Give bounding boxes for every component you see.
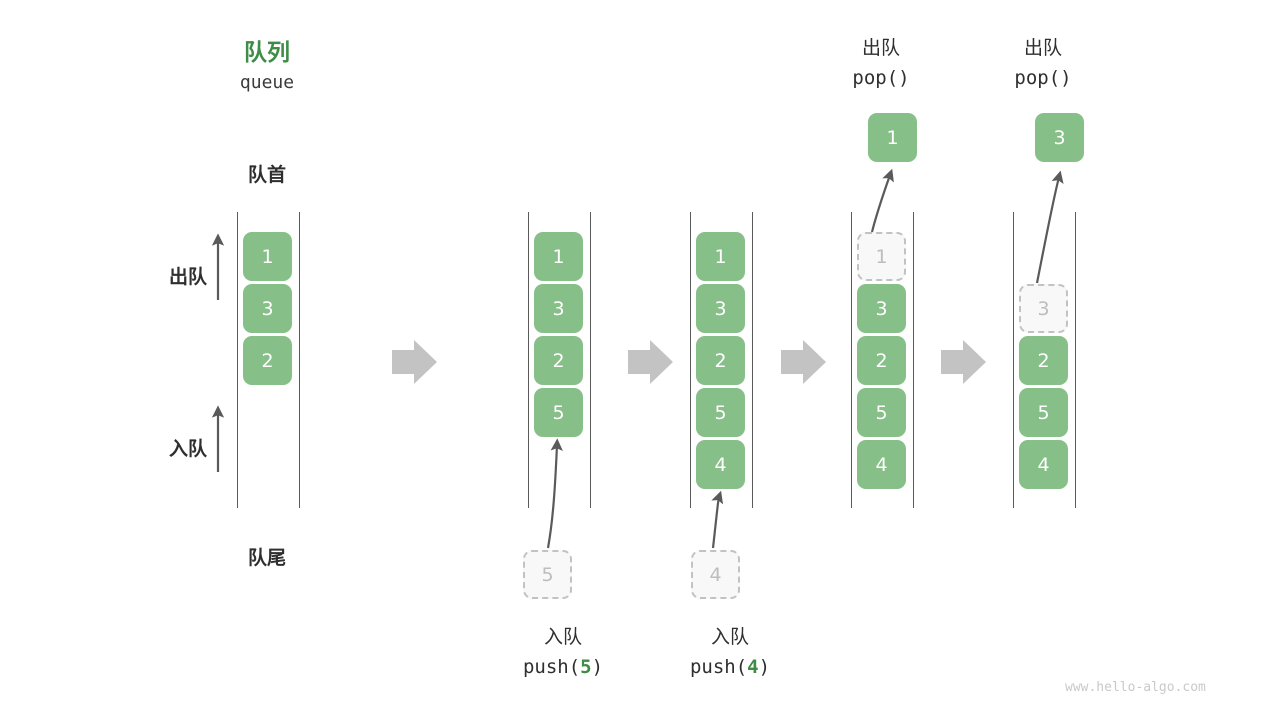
step-caption-code-pop3: pop() [1014,67,1072,89]
queue-element: 3 [857,284,906,333]
watermark: www.hello-algo.com [1065,680,1206,695]
push-arrow-5 [546,438,563,549]
step-caption-code-push4: push(4) [655,656,805,678]
queue-element: 2 [696,336,745,385]
incoming-element-ghost: 4 [691,550,740,599]
popped-element: 3 [1035,113,1084,162]
queue-element: 5 [696,388,745,437]
transition-arrow-2 [628,340,673,384]
code-suffix: ) [758,656,771,678]
diagram-title-en: queue [239,72,295,93]
transition-arrow-4 [941,340,986,384]
code-arg: 4 [747,656,759,678]
queue-rail-left-1 [237,212,238,508]
queue-element-removed: 3 [1019,284,1068,333]
queue-element: 3 [243,284,292,333]
queue-rail-right-5 [1075,212,1076,508]
queue-element: 3 [696,284,745,333]
queue-rail-right-3 [752,212,753,508]
queue-element: 4 [857,440,906,489]
code-suffix: ) [591,656,604,678]
push-arrow-4 [711,490,724,549]
transition-arrow-1 [392,340,437,384]
label-queue-front: 队首 [247,164,286,186]
queue-element: 3 [534,284,583,333]
queue-element: 1 [243,232,292,281]
queue-element-new: 5 [534,388,583,437]
step-caption-cn-pop1: 出队 [861,37,900,59]
queue-rail-left-3 [690,212,691,508]
queue-rail-right-1 [299,212,300,508]
queue-element: 1 [534,232,583,281]
queue-rail-right-4 [913,212,914,508]
pop-arrow-1 [870,168,894,233]
code-arg: 5 [580,656,592,678]
queue-rail-left-5 [1013,212,1014,508]
queue-element: 5 [1019,388,1068,437]
incoming-element-ghost: 5 [523,550,572,599]
diagram-title-cn: 队列 [244,40,290,66]
label-queue-rear: 队尾 [247,547,286,569]
code-prefix: push( [522,656,581,678]
queue-element-new: 4 [696,440,745,489]
queue-rail-left-2 [528,212,529,508]
queue-element: 2 [1019,336,1068,385]
step-caption-code-push5: push(5) [488,656,638,678]
transition-arrow-3 [781,340,826,384]
queue-element: 4 [1019,440,1068,489]
queue-rail-left-4 [851,212,852,508]
step-caption-code-pop1: pop() [852,67,910,89]
step-caption-cn-push5: 入队 [543,626,582,648]
pop-arrow-3 [1035,170,1064,284]
queue-element: 1 [696,232,745,281]
queue-element: 2 [534,336,583,385]
label-enqueue-direction: 入队 [168,438,207,460]
code-prefix: push( [689,656,748,678]
queue-element: 2 [243,336,292,385]
queue-element-removed: 1 [857,232,906,281]
queue-element: 2 [857,336,906,385]
popped-element: 1 [868,113,917,162]
label-dequeue-direction: 出队 [168,266,207,288]
queue-rail-right-2 [590,212,591,508]
step-caption-cn-pop3: 出队 [1023,37,1062,59]
queue-element: 5 [857,388,906,437]
step-caption-cn-push4: 入队 [710,626,749,648]
